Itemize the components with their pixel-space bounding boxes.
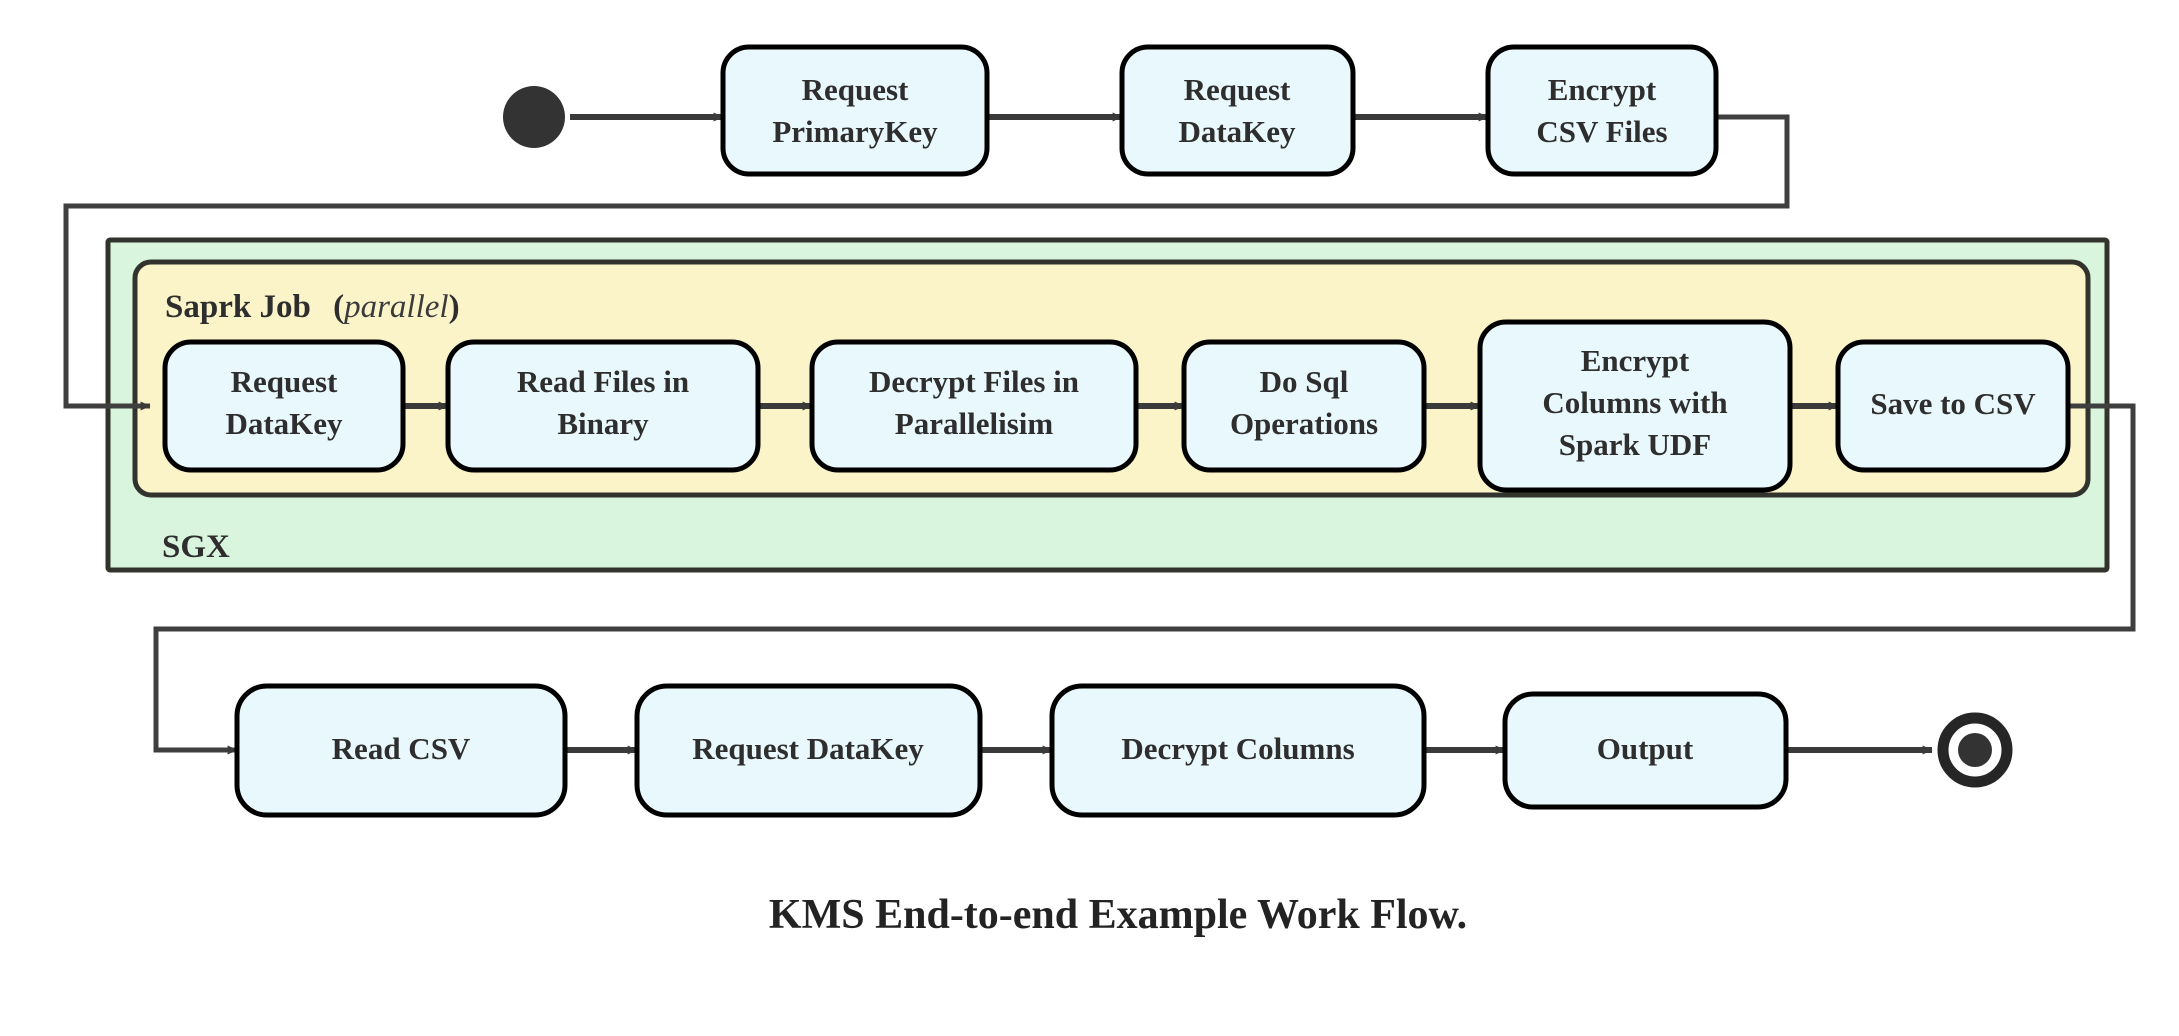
node-request-datakey-top-rect[interactable] (1119, 44, 1356, 177)
sgx-container-label: SGX (162, 529, 230, 565)
node-request-datakey-top-line-0: Request (1184, 72, 1291, 107)
node-request-datakey-spark[interactable]: Request DataKey (162, 339, 406, 473)
spark-job-label-paren-open: ( (333, 289, 344, 325)
node-request-datakey-spark-line-0: Request (231, 364, 338, 399)
node-encrypt-columns-line-0: Encrypt (1581, 343, 1690, 378)
node-request-datakey-bottom[interactable]: Request DataKey (634, 683, 983, 818)
end-node-ring (1937, 712, 2013, 788)
node-decrypt-files-line-0: Decrypt Files in (869, 364, 1079, 399)
end-node-core (1958, 733, 1992, 767)
node-read-files-in-binary-rect[interactable] (445, 339, 761, 473)
edge-encrypt-csv-files-to-request-datakey-spark (63, 114, 1790, 411)
end-node (1937, 712, 2013, 788)
node-do-sql-operations-line-0: Do Sql (1260, 364, 1349, 399)
node-output-line-0: Output (1597, 731, 1694, 766)
node-encrypt-columns-line-1: Columns with (1542, 385, 1727, 420)
node-decrypt-files-in-parallelisim-rect[interactable] (809, 339, 1139, 473)
node-save-to-csv[interactable]: Save to CSV (1835, 339, 2071, 473)
node-request-datakey-spark-rect[interactable] (162, 339, 406, 473)
node-request-datakey-bottom-line-0: Request DataKey (692, 731, 924, 766)
start-node (503, 86, 565, 148)
node-output[interactable]: Output (1502, 691, 1789, 810)
edge-save-to-csv-to-read-csv (153, 403, 2136, 755)
spark-job-label-main: Saprk Job (165, 289, 311, 325)
node-encrypt-columns-with-spark-udf[interactable]: Encrypt Columns with Spark UDF (1477, 319, 1793, 493)
node-read-files-in-binary-line-0: Read Files in (517, 364, 689, 399)
node-decrypt-columns-line-0: Decrypt Columns (1121, 731, 1354, 766)
node-do-sql-operations[interactable]: Do Sql Operations (1181, 339, 1427, 473)
node-request-primarykey-line-1: PrimaryKey (772, 114, 938, 149)
node-encrypt-csv-files-rect[interactable] (1485, 44, 1719, 177)
node-request-datakey-spark-line-1: DataKey (225, 406, 343, 441)
node-decrypt-files-in-parallelisim[interactable]: Decrypt Files in Parallelisim (809, 339, 1139, 473)
spark-job-container-label: Saprk Job (parallel) (165, 289, 460, 325)
node-encrypt-columns-with-spark-udf-rect[interactable] (1477, 319, 1793, 493)
node-encrypt-csv-files-line-0: Encrypt (1548, 72, 1657, 107)
node-read-csv-line-0: Read CSV (332, 731, 471, 766)
node-encrypt-csv-files[interactable]: Encrypt CSV Files (1485, 44, 1719, 177)
spark-job-label-parallel: parallel (342, 289, 449, 325)
node-request-datakey-top-line-1: DataKey (1178, 114, 1296, 149)
node-request-datakey-top[interactable]: Request DataKey (1119, 44, 1356, 177)
node-save-to-csv-line-0: Save to CSV (1870, 386, 2036, 421)
node-read-csv[interactable]: Read CSV (234, 683, 568, 818)
spark-job-label-paren-close: ) (449, 289, 460, 325)
node-decrypt-columns[interactable]: Decrypt Columns (1049, 683, 1427, 818)
node-read-files-in-binary-line-1: Binary (557, 406, 649, 441)
node-request-primarykey-line-0: Request (802, 72, 909, 107)
node-request-primarykey-rect[interactable] (720, 44, 990, 177)
node-decrypt-columns-rect[interactable] (1049, 683, 1427, 818)
node-request-datakey-bottom-rect[interactable] (634, 683, 983, 818)
diagram-caption: KMS End-to-end Example Work Flow. (769, 892, 1467, 938)
node-request-primarykey[interactable]: Request PrimaryKey (720, 44, 990, 177)
node-read-files-in-binary[interactable]: Read Files in Binary (445, 339, 761, 473)
node-encrypt-columns-line-2: Spark UDF (1559, 427, 1711, 462)
node-decrypt-files-line-1: Parallelisim (895, 406, 1054, 441)
node-do-sql-operations-rect[interactable] (1181, 339, 1427, 473)
node-output-rect[interactable] (1502, 691, 1789, 810)
node-read-csv-rect[interactable] (234, 683, 568, 818)
node-do-sql-operations-line-1: Operations (1230, 406, 1378, 441)
node-encrypt-csv-files-line-1: CSV Files (1536, 114, 1667, 149)
node-save-to-csv-rect[interactable] (1835, 339, 2071, 473)
